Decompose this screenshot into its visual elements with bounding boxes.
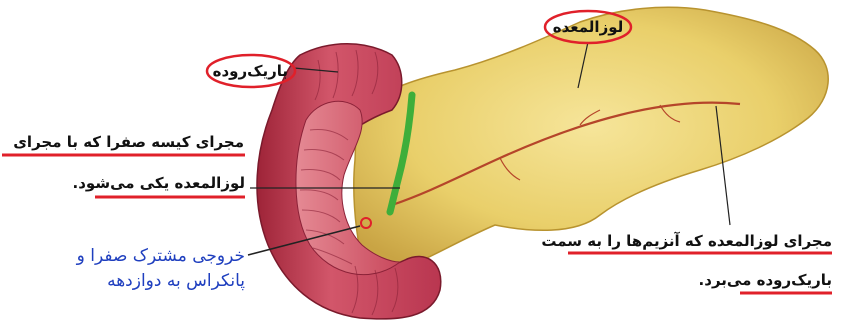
- common-outlet-label-line1: خروجی مشترک صفرا و: [40, 245, 245, 267]
- bile-duct-label-line2: لوزالمعده یکی می‌شود.: [95, 174, 245, 192]
- pancreas-label: لوزالمعده: [549, 18, 627, 36]
- common-outlet-label-line2: پانکراس به دوازدهه: [40, 270, 245, 292]
- pancreatic-duct-label-line1: مجرای لوزالمعده که آنزیم‌ها را به سمت: [568, 232, 832, 250]
- small-intestine-label: باریک‌روده: [214, 62, 288, 80]
- bile-duct-label-line1: مجرای کیسه صفرا که با مجرای: [4, 133, 244, 151]
- pancreatic-duct-label-line2: باریک‌روده می‌برد.: [738, 271, 832, 289]
